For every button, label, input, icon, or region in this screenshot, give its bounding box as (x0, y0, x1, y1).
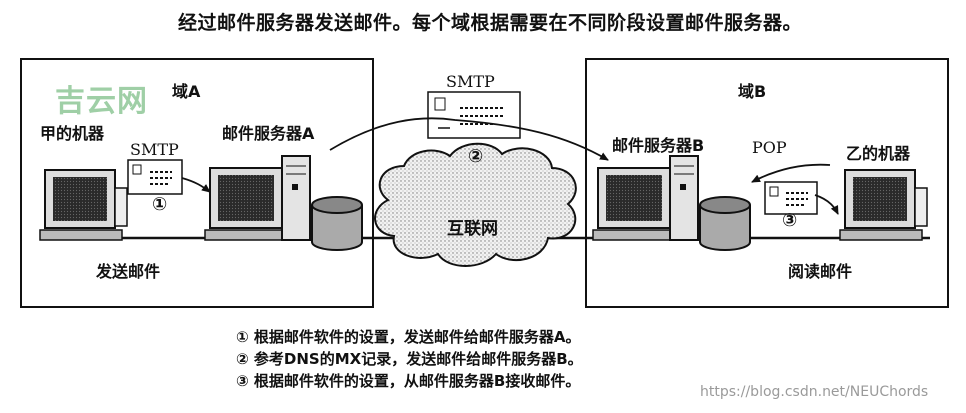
domain-a-label: 域A (172, 82, 201, 101)
arrow-step-2 (329, 117, 609, 161)
mail-server-a-monitor (204, 167, 288, 241)
diagram-title: 经过邮件服务器发送邮件。每个域根据需要在不同阶段设置邮件服务器。 (178, 12, 803, 34)
computer-b (839, 169, 928, 241)
arrow-pop (751, 163, 831, 183)
computer-a (39, 169, 128, 241)
step-1-marker: ① (152, 194, 168, 215)
database-a (311, 196, 363, 251)
smtp-internet-label: SMTP (446, 72, 495, 91)
legend-item-3: ③ 根据邮件软件的设置，从邮件服务器B接收邮件。 (236, 372, 581, 390)
envelope-b-icon (764, 181, 818, 215)
envelope-a-icon (127, 159, 183, 195)
watermark-url: https://blog.csdn.net/NEUChords (700, 384, 929, 400)
machine-b-label: 乙的机器 (846, 144, 911, 163)
arrow-step-3-down (814, 194, 839, 215)
step-2-marker: ② (468, 146, 484, 167)
machine-a-label: 甲的机器 (40, 124, 105, 143)
smtp-a-label: SMTP (130, 140, 179, 159)
arrow-step-1 (181, 177, 211, 193)
database-b (699, 196, 751, 251)
server-b-label: 邮件服务器B (612, 136, 705, 155)
server-a-label: 邮件服务器A (222, 124, 315, 143)
mail-server-b-monitor (592, 167, 676, 241)
send-mail-label: 发送邮件 (96, 262, 161, 281)
envelope-internet-icon (427, 91, 521, 139)
watermark-logo: 吉云网 (55, 84, 148, 119)
legend-item-2: ② 参考DNS的MX记录，发送邮件给邮件服务器B。 (236, 350, 583, 368)
internet-cloud (374, 142, 577, 267)
internet-label: 互联网 (447, 219, 498, 239)
read-mail-label: 阅读邮件 (788, 262, 853, 281)
mail-server-a-tower (281, 155, 311, 241)
mail-server-b-tower (669, 155, 699, 241)
legend-item-1: ① 根据邮件软件的设置，发送邮件给邮件服务器A。 (236, 328, 581, 346)
pop-label: POP (752, 138, 787, 157)
domain-b-label: 域B (738, 82, 767, 101)
step-3-marker: ③ (782, 210, 798, 231)
